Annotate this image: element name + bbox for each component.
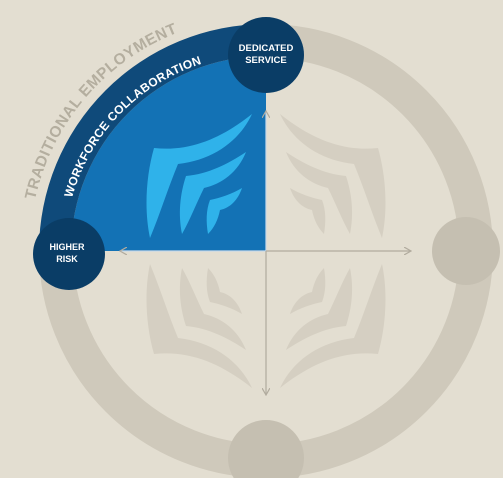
- ring-node-right: [432, 217, 500, 285]
- node-higher-risk-line2: RISK: [56, 254, 78, 264]
- node-dedicated-service-circle: [228, 17, 304, 93]
- ring-node-bottom: [228, 420, 304, 478]
- node-dedicated-service-line1: DEDICATED: [239, 43, 294, 54]
- node-higher-risk: HIGHER RISK: [33, 218, 105, 290]
- node-dedicated-service: DEDICATED SERVICE: [228, 17, 304, 93]
- web-shape-top-left: [146, 114, 252, 238]
- node-dedicated-service-line2: SERVICE: [245, 55, 287, 66]
- node-higher-risk-circle: [33, 218, 105, 290]
- node-higher-risk-line1: HIGHER: [49, 242, 85, 252]
- axes: [121, 112, 410, 394]
- web-shape-bottom-left: [146, 264, 252, 388]
- web-shape-bottom-right: [280, 264, 386, 388]
- web-shape-top-right: [280, 114, 386, 238]
